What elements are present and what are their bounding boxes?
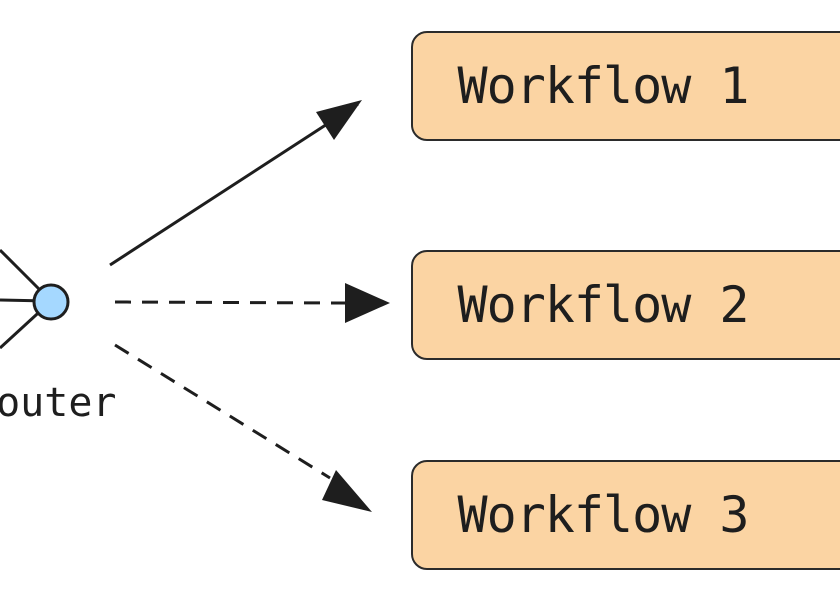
arrowhead-workflow-3 xyxy=(322,470,372,512)
workflow-1-label: Workflow 1 xyxy=(457,57,749,115)
arrowhead-workflow-2 xyxy=(345,283,390,323)
workflow-2-box[interactable]: Workflow 2 xyxy=(411,250,840,360)
workflow-1-box[interactable]: Workflow 1 xyxy=(411,31,840,141)
arrow-to-workflow-1 xyxy=(109,102,359,267)
router-node xyxy=(32,283,70,321)
workflow-3-label: Workflow 3 xyxy=(457,486,749,544)
router-label: Router xyxy=(0,380,117,426)
workflow-2-label: Workflow 2 xyxy=(457,276,749,334)
workflow-3-box[interactable]: Workflow 3 xyxy=(411,460,840,570)
arrowhead-workflow-1 xyxy=(316,100,362,140)
arrow-to-workflow-3 xyxy=(114,343,331,480)
arrow-to-workflow-2 xyxy=(114,300,346,305)
